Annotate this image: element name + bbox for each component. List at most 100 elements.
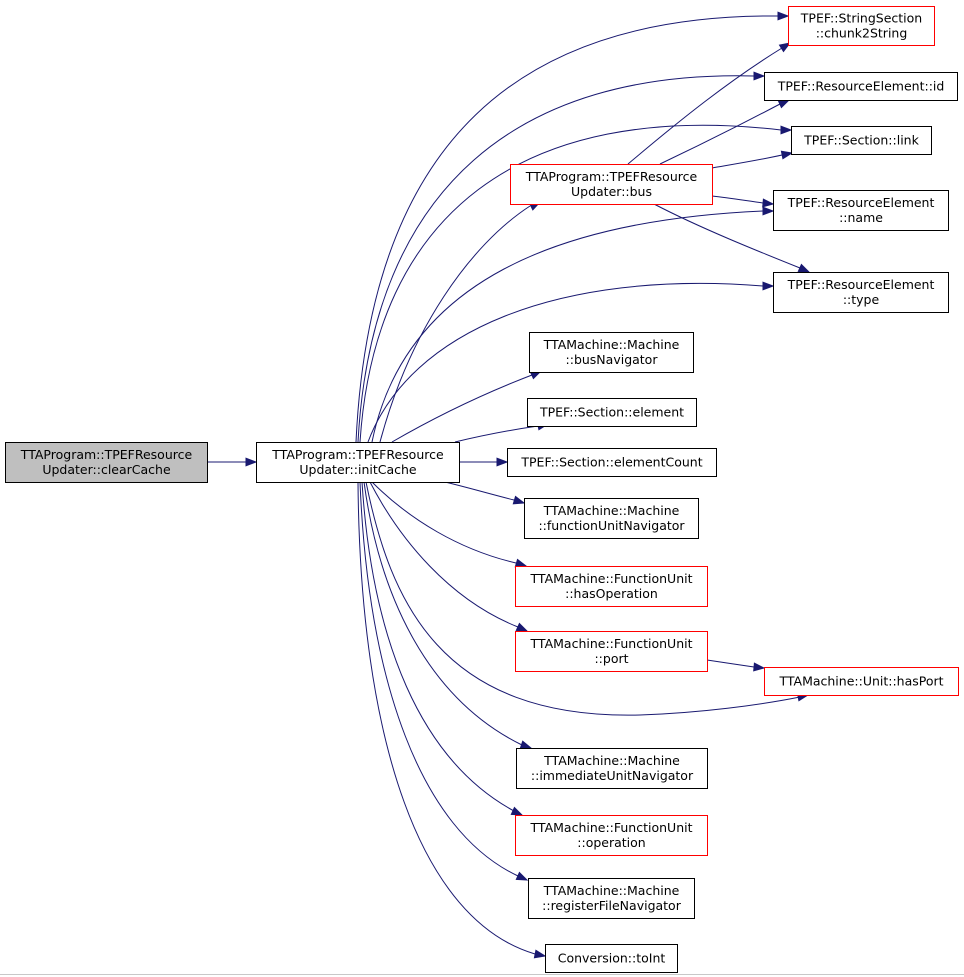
node-label-busNavigator-0: TTAMachine::Machine — [543, 337, 680, 352]
node-label-resType-0: TPEF::ResourceElement — [787, 277, 935, 292]
node-box-clearCache — [5, 442, 208, 483]
edge-bus-resType — [653, 203, 801, 269]
node-elementCount[interactable]: TPEF::Section::elementCount — [507, 448, 717, 477]
node-box-resName — [773, 190, 949, 231]
node-label-rfNavigator-1: ::registerFileNavigator — [542, 898, 682, 913]
edge-initCache-hasOperation — [371, 481, 517, 564]
node-resName[interactable]: TPEF::ResourceElement::name — [773, 190, 949, 231]
node-label-hasOperation-1: ::hasOperation — [565, 586, 658, 601]
edge-bus-resId — [659, 103, 781, 165]
edge-initCache-iuNavigator — [363, 481, 523, 746]
node-label-fuOperation-0: TTAMachine::FunctionUnit — [530, 820, 693, 835]
edge-initCache-resId — [357, 75, 755, 443]
edge-initCache-sectionLink — [359, 124, 782, 443]
node-resId[interactable]: TPEF::ResourceElement::id — [764, 72, 958, 101]
node-box-bus — [510, 164, 713, 205]
edge-initCache-fuOperation — [361, 481, 515, 812]
node-label-resName-0: TPEF::ResourceElement — [787, 195, 935, 210]
edge-bus-chunk2String — [627, 47, 783, 165]
node-hasPort[interactable]: TTAMachine::Unit::hasPort — [764, 667, 959, 696]
node-label-elementCount-0: TPEF::Section::elementCount — [520, 455, 702, 470]
node-label-resType-1: ::type — [843, 292, 880, 307]
node-box-busNavigator — [529, 332, 694, 373]
node-clearCache[interactable]: TTAProgram::TPEFResourceUpdater::clearCa… — [5, 442, 208, 483]
node-label-initCache-1: Updater::initCache — [299, 462, 417, 477]
edge-bus-resName — [711, 195, 764, 204]
node-label-initCache-0: TTAProgram::TPEFResource — [271, 447, 444, 462]
edge-initCache-resType — [367, 283, 764, 443]
arrowhead-initCache-iuNavigator — [519, 740, 533, 749]
node-box-hasOperation — [515, 566, 708, 607]
node-box-sectionLink — [791, 126, 932, 155]
node-box-sectionElement — [527, 398, 697, 427]
node-box-fuNavigator — [524, 498, 699, 539]
arrowhead-bus-resType — [797, 263, 811, 273]
edge-initCache-hasPort — [365, 481, 801, 716]
edge-initCache-rfNavigator — [359, 481, 519, 877]
edge-initCache-chunk2String — [355, 15, 779, 443]
arrowhead-initCache-chunk2String — [777, 11, 790, 21]
node-fuNavigator[interactable]: TTAMachine::Machine::functionUnitNavigat… — [524, 498, 699, 539]
node-label-sectionElement-0: TPEF::Section::element — [539, 405, 684, 420]
node-rfNavigator[interactable]: TTAMachine::Machine::registerFileNavigat… — [528, 878, 695, 919]
node-label-resId-0: TPEF::ResourceElement::id — [777, 79, 945, 94]
arrowhead-bus-chunk2String — [778, 42, 792, 53]
edge-bus-sectionLink — [711, 154, 783, 169]
node-sectionLink[interactable]: TPEF::Section::link — [791, 126, 932, 155]
node-label-fuPort-0: TTAMachine::FunctionUnit — [530, 636, 693, 651]
node-label-fuNavigator-0: TTAMachine::Machine — [543, 503, 680, 518]
edge-initCache-fuNavigator — [444, 481, 515, 501]
arrowhead-bus-resName — [762, 198, 775, 208]
node-box-chunk2String — [788, 6, 935, 46]
node-box-elementCount — [507, 448, 717, 477]
arrowhead-bus-resId — [777, 99, 791, 109]
node-label-chunk2String-0: TPEF::StringSection — [800, 11, 922, 26]
node-box-initCache — [256, 442, 460, 483]
node-box-resType — [773, 272, 949, 313]
node-iuNavigator[interactable]: TTAMachine::Machine::immediateUnitNaviga… — [516, 748, 708, 789]
node-box-resId — [764, 72, 958, 101]
node-label-hasPort-0: TTAMachine::Unit::hasPort — [778, 674, 943, 689]
edge-initCache-busNavigator — [391, 374, 533, 443]
node-busNavigator[interactable]: TTAMachine::Machine::busNavigator — [529, 332, 694, 373]
arrowhead-initCache-fuOperation — [510, 806, 524, 816]
arrowhead-initCache-resType — [762, 281, 775, 291]
node-fuOperation[interactable]: TTAMachine::FunctionUnit::operation — [515, 815, 708, 856]
node-box-rfNavigator — [528, 878, 695, 919]
arrowhead-bus-sectionLink — [780, 150, 794, 160]
arrowhead-initCache-resName — [762, 206, 775, 216]
arrowhead-fuPort-hasPort — [753, 662, 766, 672]
node-label-clearCache-0: TTAProgram::TPEFResource — [20, 447, 193, 462]
node-hasOperation[interactable]: TTAMachine::FunctionUnit::hasOperation — [515, 566, 708, 607]
arrowhead-initCache-fuNavigator — [512, 495, 526, 505]
node-label-iuNavigator-1: ::immediateUnitNavigator — [531, 768, 694, 783]
node-label-toInt-0: Conversion::toInt — [558, 951, 666, 966]
node-label-bus-1: Updater::bus — [571, 184, 652, 199]
node-label-chunk2String-1: ::chunk2String — [816, 26, 908, 41]
arrowhead-initCache-resId — [753, 71, 766, 81]
node-label-clearCache-1: Updater::clearCache — [42, 462, 171, 477]
node-label-sectionLink-0: TPEF::Section::link — [803, 133, 919, 148]
node-label-rfNavigator-0: TTAMachine::Machine — [543, 883, 680, 898]
node-box-fuPort — [515, 631, 708, 672]
arrowhead-initCache-toInt — [533, 949, 547, 959]
node-label-bus-0: TTAProgram::TPEFResource — [525, 169, 698, 184]
node-label-hasOperation-0: TTAMachine::FunctionUnit — [530, 571, 693, 586]
node-fuPort[interactable]: TTAMachine::FunctionUnit::port — [515, 631, 708, 672]
node-box-iuNavigator — [516, 748, 708, 789]
node-sectionElement[interactable]: TPEF::Section::element — [527, 398, 697, 427]
nodes-layer: TTAProgram::TPEFResourceUpdater::clearCa… — [5, 6, 959, 973]
node-box-fuOperation — [515, 815, 708, 856]
node-initCache[interactable]: TTAProgram::TPEFResourceUpdater::initCac… — [256, 442, 460, 483]
node-chunk2String[interactable]: TPEF::StringSection::chunk2String — [788, 6, 935, 46]
arrowhead-clearCache-initCache — [245, 457, 258, 467]
node-label-iuNavigator-0: TTAMachine::Machine — [543, 753, 680, 768]
node-toInt[interactable]: Conversion::toInt — [545, 944, 678, 973]
node-box-hasPort — [764, 667, 959, 696]
edges-layer — [207, 11, 811, 959]
arrowhead-initCache-elementCount — [496, 457, 509, 467]
arrowhead-initCache-hasOperation — [514, 558, 528, 568]
node-resType[interactable]: TPEF::ResourceElement::type — [773, 272, 949, 313]
